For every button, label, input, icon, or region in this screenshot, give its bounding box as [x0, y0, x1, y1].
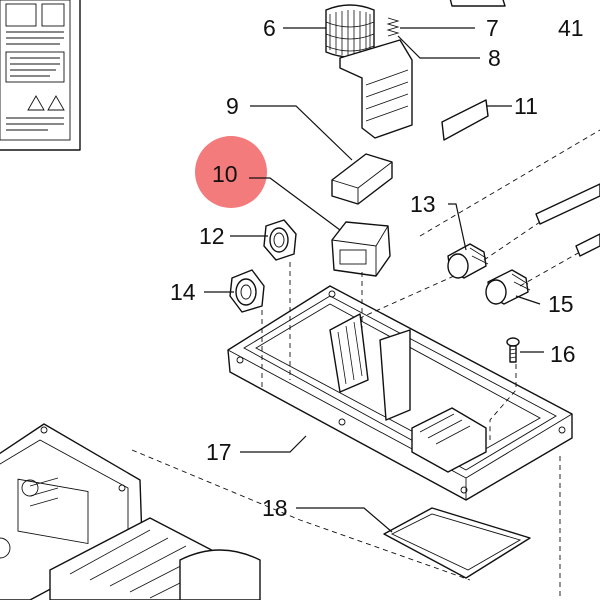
wiring-diagram-sheet — [0, 0, 81, 151]
part-17-terminal-box — [227, 285, 573, 501]
label-18: 18 — [262, 495, 288, 521]
part-15-cable-gland — [485, 269, 531, 305]
label-10: 10 — [212, 161, 238, 187]
cables — [483, 183, 600, 287]
label-8: 8 — [488, 45, 501, 71]
label-6: 6 — [263, 15, 276, 41]
part-8-spring — [386, 17, 400, 37]
warning-triangle-icon — [27, 95, 45, 111]
part-16-screw — [506, 337, 520, 363]
part-9-switch-cover — [331, 153, 393, 205]
highlight-marker — [195, 136, 267, 208]
part-12-nut — [263, 219, 297, 261]
label-17: 17 — [206, 439, 232, 465]
part-11-plate — [441, 99, 489, 141]
part-6-cable-sleeve — [325, 4, 413, 139]
part-10-switch — [331, 221, 391, 277]
assembly-guide-lines — [131, 129, 600, 600]
part-14-nut — [229, 269, 265, 313]
label-13: 13 — [410, 191, 436, 217]
label-41: 41 — [558, 15, 584, 41]
label-15: 15 — [548, 291, 574, 317]
label-12: 12 — [199, 223, 225, 249]
part-18-gasket — [383, 507, 531, 579]
label-7: 7 — [486, 15, 499, 41]
label-14: 14 — [170, 279, 196, 305]
part-13-cable-gland — [447, 243, 489, 279]
motor-body — [0, 423, 261, 600]
label-16: 16 — [550, 341, 576, 367]
label-11: 11 — [514, 93, 538, 119]
label-9: 9 — [226, 93, 239, 119]
warning-triangle-icon — [47, 95, 65, 111]
part-7-plate — [449, 0, 506, 7]
callout-labels: 6 7 41 8 9 11 10 13 12 14 15 16 17 18 — [170, 15, 584, 521]
leader-lines — [204, 27, 544, 533]
